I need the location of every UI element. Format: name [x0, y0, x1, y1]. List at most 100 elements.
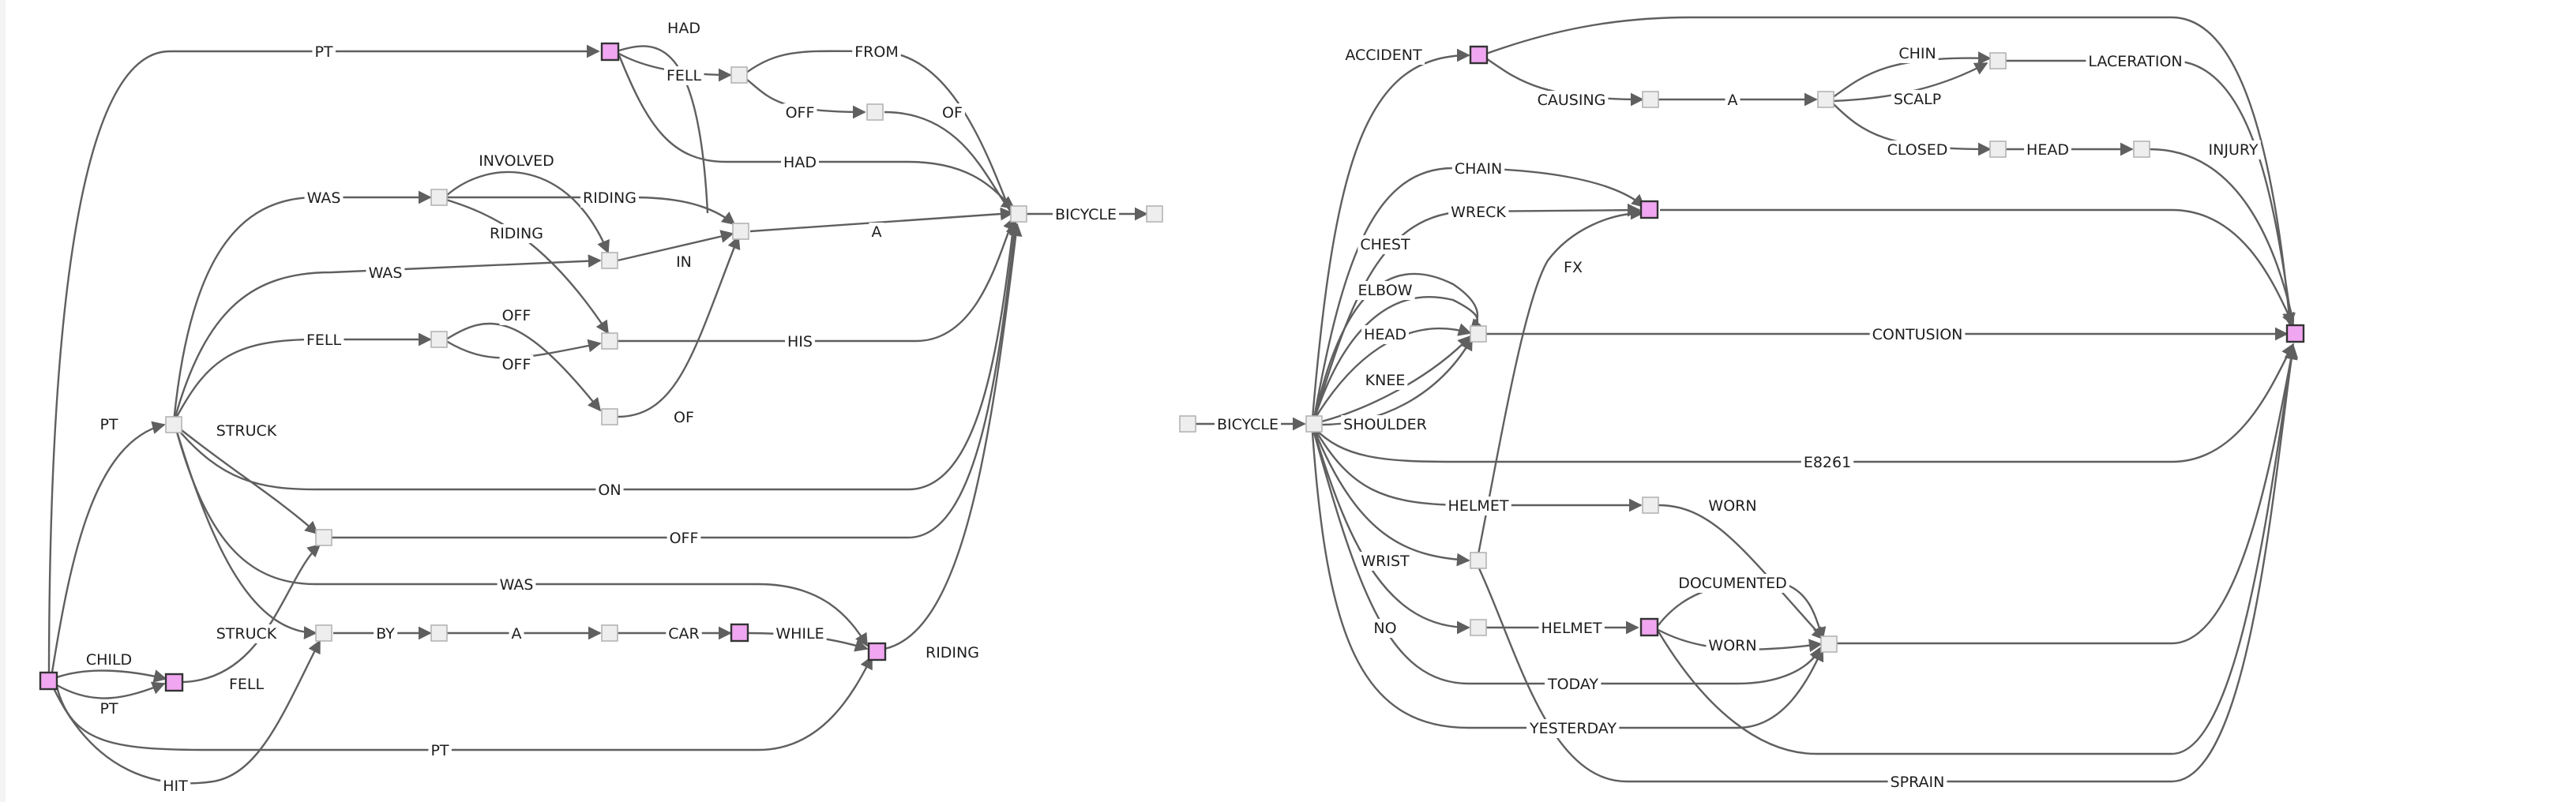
node-off-top[interactable] [866, 103, 884, 121]
node-causing[interactable] [1642, 91, 1659, 108]
label-background [509, 624, 524, 643]
label-background [580, 189, 639, 208]
label-background [1887, 773, 1947, 792]
label-scalp: SCALP [1894, 91, 1941, 108]
label-laceration: LACERATION [2088, 53, 2182, 70]
node-a-right[interactable] [1817, 91, 1834, 108]
node-head-right[interactable] [2133, 141, 2150, 158]
label-pt-mid: PT [100, 416, 118, 433]
edge-chest [1312, 272, 1484, 421]
label-e8261: E8261 [1804, 454, 1851, 471]
node-worn-hub[interactable] [1820, 635, 1838, 653]
label-child: CHILD [86, 651, 132, 669]
label-background [1534, 91, 1609, 110]
right-graph-nodes [1179, 45, 2305, 653]
label-head-1: HEAD [2026, 141, 2069, 159]
edge-in [617, 230, 734, 262]
label-background [499, 306, 534, 325]
label-background [226, 675, 267, 694]
node-wrist[interactable] [1470, 552, 1487, 569]
node-root[interactable] [39, 671, 58, 691]
edge-root-pt-top [47, 44, 600, 681]
label-background [487, 224, 546, 243]
node-off-2[interactable] [601, 332, 618, 350]
left-graph-labels: PT HAD FELL FROM OFF OF HAD BICYCLE WAS … [83, 19, 1119, 796]
label-closed: CLOSED [1887, 141, 1948, 159]
edge-e8261 [1313, 343, 2295, 463]
label-background [785, 332, 815, 351]
edge-fx [1477, 206, 1644, 555]
node-of-2[interactable] [601, 408, 618, 425]
node-bicycle-end[interactable] [1146, 205, 1163, 223]
node-child[interactable] [164, 673, 184, 692]
node-by[interactable] [430, 624, 448, 642]
label-knee: KNEE [1365, 372, 1406, 389]
label-background [428, 741, 452, 760]
label-background [1371, 619, 1399, 638]
label-background [781, 153, 819, 172]
label-bicycle-right: BICYCLE [1217, 416, 1279, 433]
node-bicycle-hub[interactable] [1010, 205, 1027, 223]
edge-pt-bottom [55, 655, 873, 751]
edge-injury [2149, 148, 2295, 323]
node-struck-2[interactable] [315, 624, 332, 642]
node-fell-2[interactable] [430, 331, 448, 348]
node-no[interactable] [1470, 619, 1487, 636]
node-helmet-1[interactable] [1642, 497, 1659, 514]
node-injury[interactable] [2285, 324, 2305, 343]
label-background [1884, 141, 1951, 159]
label-background [869, 223, 884, 242]
node-fell-top[interactable] [730, 66, 748, 84]
left-graph: PT HAD FELL FROM OFF OF HAD BICYCLE WAS … [39, 19, 1163, 796]
edge-struck-1 [181, 429, 319, 535]
label-background [1545, 675, 1602, 694]
node-bicycle-hub-right[interactable] [1305, 415, 1323, 433]
node-wreck[interactable] [1639, 200, 1659, 219]
edge-causing [1485, 58, 1644, 107]
label-background [595, 481, 624, 500]
label-of-top: OF [942, 104, 963, 122]
node-was-1[interactable] [430, 189, 448, 206]
label-had-mid: HAD [783, 154, 817, 171]
node-pt-mid[interactable] [165, 416, 182, 433]
label-hit: HIT [163, 778, 188, 795]
node-helmet-2[interactable] [1639, 617, 1659, 637]
edge-had-top [618, 45, 709, 214]
label-background [940, 103, 965, 122]
left-graph-edges [47, 44, 1148, 785]
label-background [663, 66, 704, 85]
label-a-2: A [512, 625, 522, 643]
node-closed[interactable] [1989, 141, 2007, 158]
edge-of-2 [617, 235, 741, 418]
label-background [674, 253, 694, 272]
label-background [1361, 325, 1409, 344]
edge-from [745, 50, 1012, 214]
label-background [783, 103, 817, 122]
label-background [1358, 552, 1413, 571]
label-background [97, 699, 121, 718]
label-off-3: OFF [502, 356, 531, 373]
node-car[interactable] [730, 623, 749, 643]
label-off-top: OFF [786, 104, 815, 122]
label-riding-3: RIDING [926, 644, 979, 661]
edge-riding-3 [884, 223, 1023, 650]
label-helmet-2: HELMET [1541, 620, 1602, 637]
node-contusion-hub[interactable] [1470, 325, 1487, 343]
node-chin[interactable] [1989, 52, 2007, 69]
node-riding[interactable] [867, 642, 887, 661]
node-accident[interactable] [1469, 45, 1489, 65]
edge-accident [1311, 48, 1470, 419]
node-pt-top[interactable] [600, 42, 620, 62]
node-was-2[interactable] [601, 252, 618, 269]
node-bicycle-start[interactable] [1179, 415, 1196, 433]
edge-had-mid [618, 54, 1016, 209]
edge-pt-mid [50, 421, 166, 678]
node-a-2[interactable] [601, 624, 618, 642]
label-background [667, 529, 701, 548]
node-struck-1[interactable] [315, 529, 332, 546]
node-a-hub[interactable] [732, 223, 749, 240]
label-was-1: WAS [307, 189, 341, 207]
edge-wreck-injury [1660, 208, 2295, 327]
label-bicycle-left: BICYCLE [1055, 206, 1117, 223]
edge-a-1 [749, 207, 1014, 233]
